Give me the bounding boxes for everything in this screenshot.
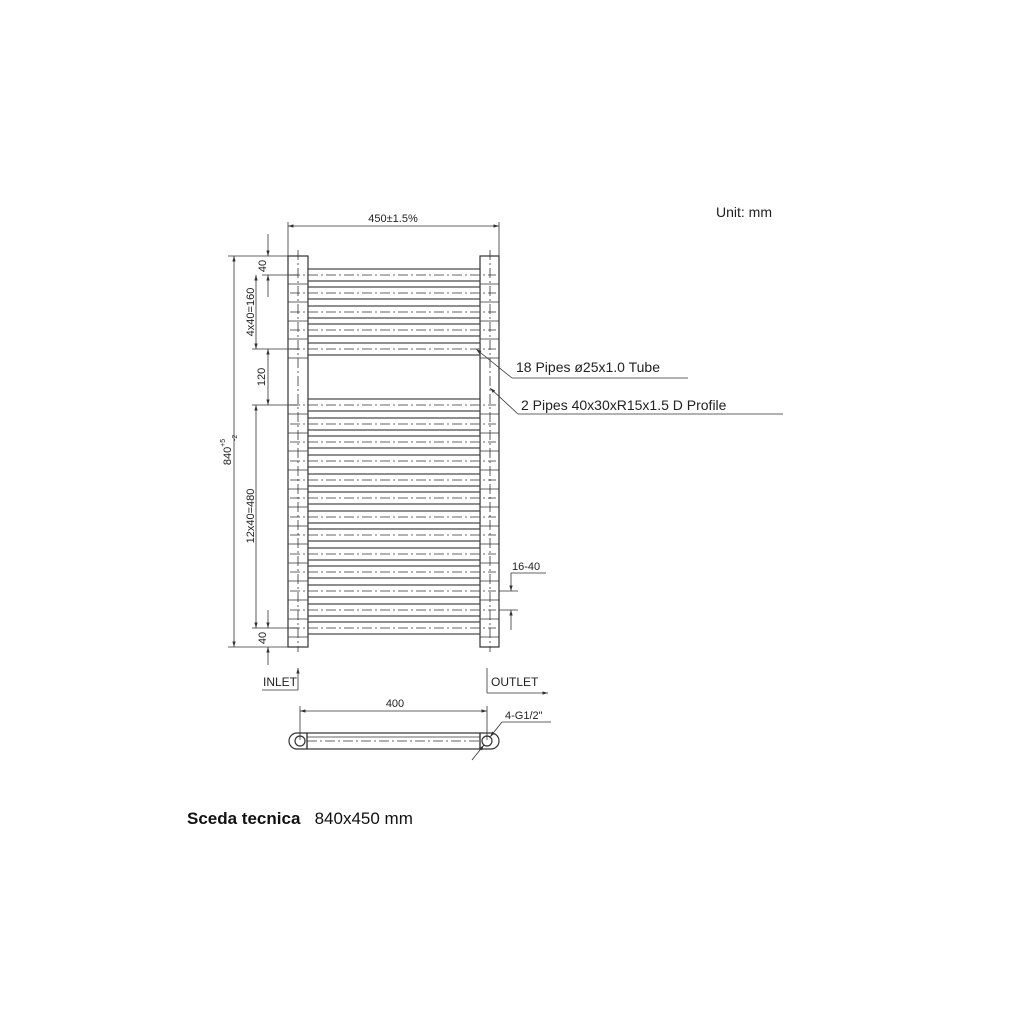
caption-size: 840x450 mm xyxy=(314,809,413,828)
radiator-bottom-view: 400 4-G1/2" xyxy=(288,698,551,761)
top-group-label: 4x40=160 xyxy=(245,288,257,337)
width-dimension-label: 450±1.5% xyxy=(368,213,418,225)
right-profile xyxy=(479,255,500,648)
caption: Sceda tecnica 840x450 mm xyxy=(187,809,413,829)
horizontal-pipes xyxy=(288,268,499,638)
top-offset-label: 40 xyxy=(257,260,269,272)
inlet-marker: INLET xyxy=(262,668,300,691)
inlet-label: INLET xyxy=(263,675,298,689)
outlet-marker: OUTLET xyxy=(486,668,548,695)
gap-label: 120 xyxy=(256,368,268,386)
caption-title: Sceda tecnica xyxy=(187,809,301,828)
center-distance-label: 400 xyxy=(386,698,404,710)
width-dimension: 450±1.5% xyxy=(287,213,500,256)
svg-text:840+5: 840+5 xyxy=(220,439,234,465)
unit-label: Unit: mm xyxy=(716,204,772,220)
callouts: 18 Pipes ø25x1.0 Tube 2 Pipes 40x30xR15x… xyxy=(475,348,783,415)
bottom-offset-label: 40 xyxy=(257,632,269,644)
connection-range-label: 16-40 xyxy=(512,561,540,573)
bottom-group-label: 12x40=480 xyxy=(245,489,257,544)
height-dimension-label: 840 xyxy=(222,447,234,465)
height-dimension: 840+5 -2 xyxy=(220,255,288,648)
left-chain-dimensions: 40 4x40=160 120 12x40=480 40 xyxy=(245,234,298,665)
radiator-front-view xyxy=(287,250,500,652)
outlet-label: OUTLET xyxy=(491,675,539,689)
thread-label: 4-G1/2" xyxy=(505,710,543,722)
connection-range-dimension: 16-40 xyxy=(499,561,546,630)
profiles-callout: 2 Pipes 40x30xR15x1.5 D Profile xyxy=(521,397,727,413)
svg-text:-2: -2 xyxy=(232,435,239,441)
tubes-callout: 18 Pipes ø25x1.0 Tube xyxy=(516,359,660,375)
